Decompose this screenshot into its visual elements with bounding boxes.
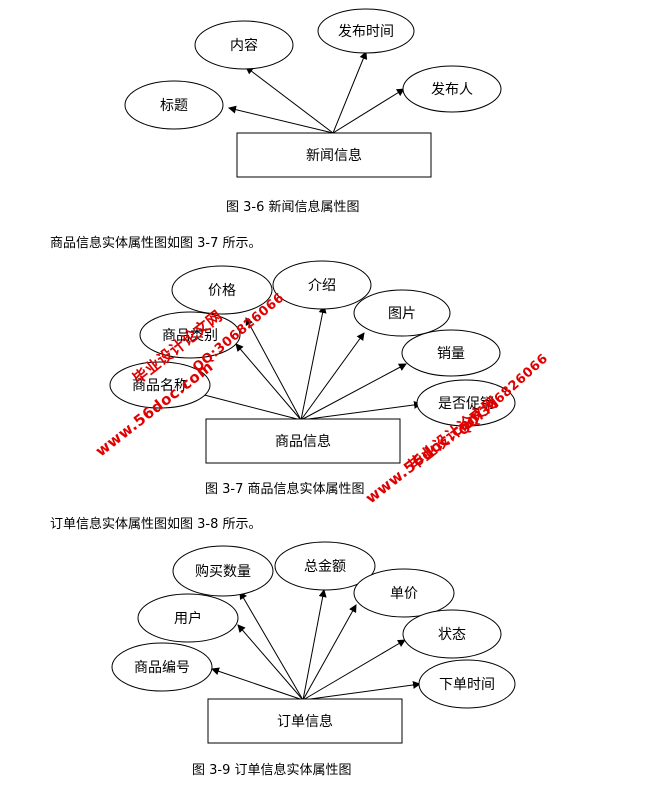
- arrow-to-status: [302, 639, 406, 701]
- attr-ellipse-title: [124, 80, 224, 130]
- entity-label-goods: 商品信息: [275, 433, 331, 450]
- attr-label-content: 内容: [230, 37, 258, 54]
- entity-box-order: [207, 698, 403, 744]
- figure-goods: 价格 商品类别 商品名称 介绍 图片 销量 是否促销 商品信息: [109, 260, 516, 464]
- arrows-news: [228, 51, 405, 134]
- figure-news: 标题 内容 发布时间 发布人 新闻信息: [124, 8, 502, 178]
- arrow-to-order-time: [302, 680, 421, 701]
- arrow-to-promotion: [300, 400, 422, 421]
- attr-label-unit-price: 单价: [390, 586, 418, 602]
- arrow-to-image: [300, 332, 365, 421]
- arrow-to-goods-category: [235, 343, 302, 421]
- attr-label-user: 用户: [174, 610, 202, 627]
- attr-ellipse-total: [274, 541, 376, 591]
- arrow-to-sales: [300, 363, 407, 421]
- arrow-to-total: [302, 589, 327, 701]
- attr-ellipse-intro: [272, 260, 372, 310]
- attr-ellipse-image: [353, 289, 451, 337]
- attr-ellipse-sales: [401, 329, 501, 377]
- attr-ellipse-quantity: [172, 545, 274, 597]
- attr-ellipse-goods-name: [109, 361, 211, 409]
- attr-label-quantity: 购买数量: [195, 564, 251, 580]
- arrow-to-title: [228, 105, 334, 134]
- attr-label-promotion: 是否促销: [438, 396, 494, 412]
- attr-label-goods-name: 商品名称: [132, 378, 188, 394]
- caption-figure-3-9: 图 3-9 订单信息实体属性图: [192, 763, 352, 778]
- attr-label-goods-no: 商品编号: [134, 660, 190, 676]
- attr-ellipse-status: [402, 609, 502, 659]
- caption-figure-3-7: 图 3-7 商品信息实体属性图: [205, 482, 365, 497]
- arrow-to-unit-price: [302, 604, 357, 701]
- attr-ellipse-price: [171, 265, 273, 315]
- attr-label-title: 标题: [160, 98, 188, 114]
- attr-label-status: 状态: [438, 627, 466, 643]
- attr-label-goods-category: 商品类别: [162, 328, 218, 344]
- attr-label-publisher: 发布人: [431, 82, 473, 98]
- attr-label-image: 图片: [388, 306, 416, 322]
- entity-label-order: 订单信息: [277, 713, 333, 730]
- arrow-to-quantity: [239, 591, 304, 701]
- attr-ellipse-publisher: [402, 65, 502, 113]
- figure-order: 购买数量 用户 商品编号 总金额 单价 状态 下单时间 订单信息: [111, 541, 516, 744]
- attr-label-intro: 介绍: [308, 278, 336, 294]
- attr-label-price: 价格: [208, 283, 236, 299]
- arrow-to-publish-time: [332, 51, 368, 134]
- attr-ellipse-unit-price: [353, 568, 455, 618]
- arrow-to-goods-no: [211, 667, 304, 701]
- attr-ellipse-user: [137, 593, 239, 643]
- attr-ellipse-goods-no: [111, 642, 213, 692]
- arrow-to-intro: [300, 305, 327, 421]
- attr-ellipse-goods-category: [139, 311, 241, 359]
- attr-ellipse-content: [194, 20, 294, 70]
- arrow-to-publisher: [332, 88, 405, 134]
- entity-box-goods: [205, 418, 401, 464]
- arrow-to-content: [245, 66, 334, 134]
- caption-figure-3-6: 图 3-6 新闻信息属性图: [226, 200, 360, 215]
- attr-ellipse-order-time: [418, 659, 516, 709]
- arrow-to-user: [237, 624, 304, 701]
- attr-label-total: 总金额: [304, 559, 346, 575]
- paragraph-order-intro: 订单信息实体属性图如图 3-8 所示。: [50, 517, 262, 532]
- attr-label-sales: 销量: [437, 346, 465, 362]
- entity-label-news: 新闻信息: [306, 147, 362, 164]
- paragraph-goods-intro: 商品信息实体属性图如图 3-7 所示。: [50, 236, 262, 251]
- entity-box-news: [236, 132, 432, 178]
- attr-ellipse-publish-time: [317, 8, 415, 54]
- arrow-to-price: [245, 317, 302, 421]
- attr-label-publish-time: 发布时间: [338, 24, 394, 40]
- attr-ellipse-promotion: [416, 379, 516, 427]
- attr-label-order-time: 下单时间: [439, 677, 495, 693]
